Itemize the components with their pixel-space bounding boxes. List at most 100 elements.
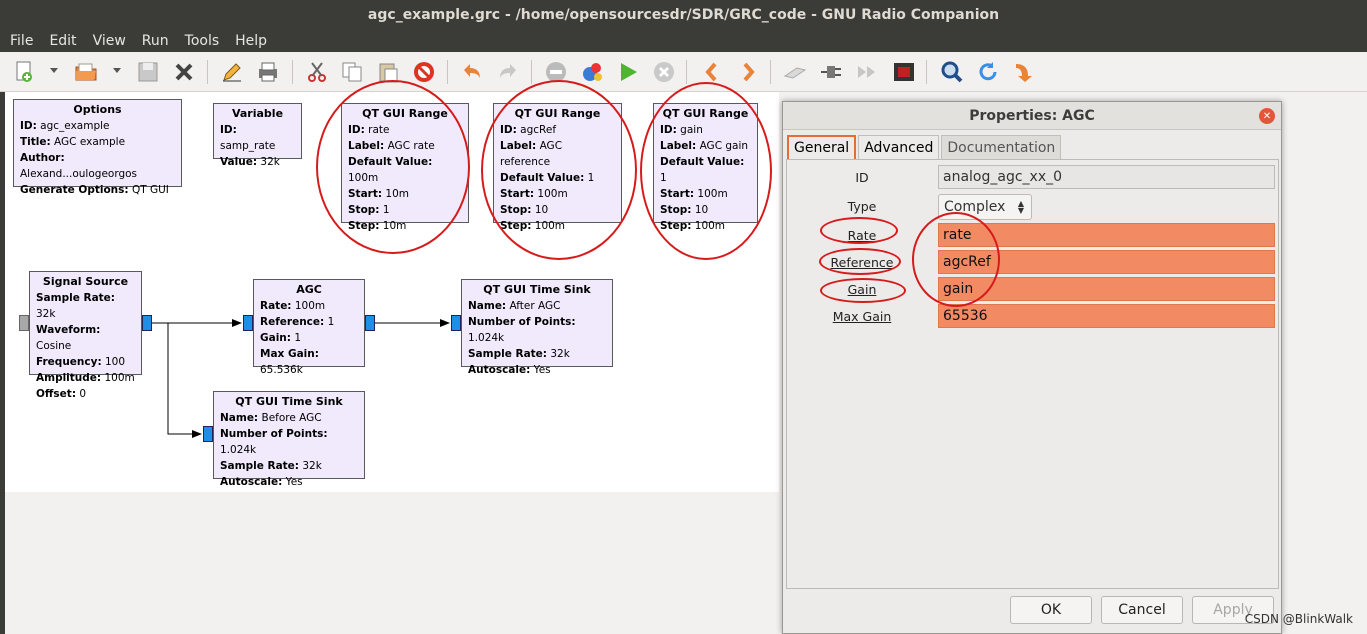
forward-icon[interactable] (853, 58, 881, 86)
open-dropdown-icon[interactable] (113, 68, 121, 73)
param-key: Rate: (260, 300, 292, 312)
stop-icon[interactable] (650, 58, 678, 86)
enable-icon[interactable] (817, 58, 845, 86)
new-icon[interactable] (10, 58, 38, 86)
agc-input-port[interactable] (243, 315, 253, 331)
redo-icon[interactable] (494, 58, 522, 86)
edit-icon[interactable] (218, 58, 246, 86)
param-value: 65.536k (260, 364, 303, 376)
menu-tools[interactable]: Tools (184, 33, 220, 49)
param-value: 1 (327, 316, 335, 328)
variable-block[interactable]: Variable ID: samp_rate Value: 32k (213, 103, 302, 168)
ok-button[interactable]: OK (1010, 596, 1092, 624)
agc-block[interactable]: AGC Rate: 100m Reference: 1 Gain: 1 Max … (253, 279, 365, 376)
tab-documentation[interactable]: Documentation (941, 135, 1062, 159)
cancel-button[interactable]: Cancel (1101, 596, 1183, 624)
rotate-left-icon[interactable] (698, 58, 726, 86)
type-select[interactable]: Complex ▲▼ (938, 194, 1032, 220)
param-key: Value: (220, 156, 258, 168)
menu-edit[interactable]: Edit (49, 33, 77, 49)
param-value: 10 (534, 204, 549, 216)
param-key: Generate Options: (20, 184, 129, 196)
gain-field[interactable]: gain (938, 277, 1275, 301)
param-key: Autoscale: (220, 476, 283, 488)
param-key: Waveform: (36, 324, 101, 336)
bypass-icon[interactable] (781, 58, 809, 86)
run-icon[interactable] (614, 58, 642, 86)
type-label: Type (847, 199, 877, 214)
undo-icon[interactable] (458, 58, 486, 86)
window-left-edge (0, 92, 5, 634)
close-icon[interactable]: ✕ (1259, 108, 1275, 124)
param-value: 10 (694, 204, 709, 216)
cut-icon[interactable] (303, 58, 331, 86)
reference-label: Reference (830, 255, 894, 270)
print-icon[interactable] (254, 58, 282, 86)
time-sink-before-block[interactable]: QT GUI Time Sink Name: Before AGC Number… (213, 391, 365, 488)
menu-run[interactable]: Run (141, 33, 169, 49)
param-key: Step: (660, 220, 692, 232)
paste-icon[interactable] (374, 58, 402, 86)
generate-icon[interactable] (578, 58, 606, 86)
qt-gui-range-gain-block[interactable]: QT GUI Range ID: gain Label: AGC gain De… (653, 103, 758, 232)
find-icon[interactable] (938, 58, 966, 86)
param-value: 100m (348, 172, 379, 184)
time-sink-after-block[interactable]: QT GUI Time Sink Name: After AGC Number … (461, 279, 613, 376)
id-field[interactable]: analog_agc_xx_0 (938, 165, 1275, 189)
kill-icon[interactable] (890, 58, 918, 86)
param-value: 10m (382, 220, 407, 232)
signal-source-block[interactable]: Signal Source Sample Rate: 32k Waveform:… (29, 271, 142, 400)
param-value: rate (368, 124, 390, 136)
rate-field[interactable]: rate (938, 223, 1275, 247)
param-key: Number of Points: (468, 316, 576, 328)
sink-before-input-port[interactable] (203, 426, 213, 442)
apply-button[interactable]: Apply (1192, 596, 1274, 624)
copy-icon[interactable] (338, 58, 366, 86)
block-title: QT GUI Range (662, 107, 749, 120)
save-icon[interactable] (134, 58, 162, 86)
param-value: 1 (660, 172, 667, 184)
param-key: ID: (660, 124, 677, 136)
param-key: Stop: (500, 204, 532, 216)
watermark: CSDN @BlinkWalk (1244, 612, 1353, 626)
menu-view[interactable]: View (92, 33, 126, 49)
canvas-background (5, 492, 779, 634)
param-key: ID: (500, 124, 517, 136)
delete-icon[interactable] (410, 58, 438, 86)
tab-general[interactable]: General (787, 135, 857, 159)
qt-gui-range-agcref-block[interactable]: QT GUI Range ID: agcRef Label: AGC refer… (493, 103, 622, 232)
agc-output-port[interactable] (365, 315, 375, 331)
param-value: AGC rate (387, 140, 435, 152)
menu-help[interactable]: Help (235, 33, 268, 49)
param-value: QT GUI (131, 184, 169, 196)
reference-field[interactable]: agcRef (938, 250, 1275, 274)
dialog-tabs: General Advanced Documentation (787, 135, 1063, 159)
qt-gui-range-rate-block[interactable]: QT GUI Range ID: rate Label: AGC rate De… (341, 103, 469, 232)
max-gain-field[interactable]: 65536 (938, 304, 1275, 328)
open-icon[interactable] (72, 58, 100, 86)
disable-icon[interactable] (542, 58, 570, 86)
tab-advanced[interactable]: Advanced (858, 135, 940, 159)
param-key: Frequency: (36, 356, 102, 368)
reload-icon[interactable] (974, 58, 1002, 86)
rotate-right-icon[interactable] (734, 58, 762, 86)
param-key: Start: (500, 188, 535, 200)
param-value: 100m (694, 220, 726, 232)
param-key: Reference: (260, 316, 325, 328)
options-block[interactable]: Options ID: agc_example Title: AGC examp… (13, 99, 182, 196)
close-icon[interactable] (170, 58, 198, 86)
sink-after-input-port[interactable] (451, 315, 461, 331)
param-key: Offset: (36, 388, 77, 400)
param-value: Yes (533, 364, 551, 376)
spin-arrows-icon: ▲▼ (1017, 199, 1024, 215)
param-key: Stop: (348, 204, 380, 216)
new-dropdown-icon[interactable] (50, 68, 58, 73)
source-output-port[interactable] (142, 315, 152, 331)
goto-icon[interactable] (1010, 58, 1038, 86)
param-key: Amplitude: (36, 372, 102, 384)
menu-bar: File Edit View Run Tools Help (0, 30, 1367, 52)
param-value: 32k (260, 156, 280, 168)
param-key: Step: (348, 220, 380, 232)
menu-file[interactable]: File (10, 33, 34, 49)
source-disabled-port[interactable] (19, 315, 29, 331)
